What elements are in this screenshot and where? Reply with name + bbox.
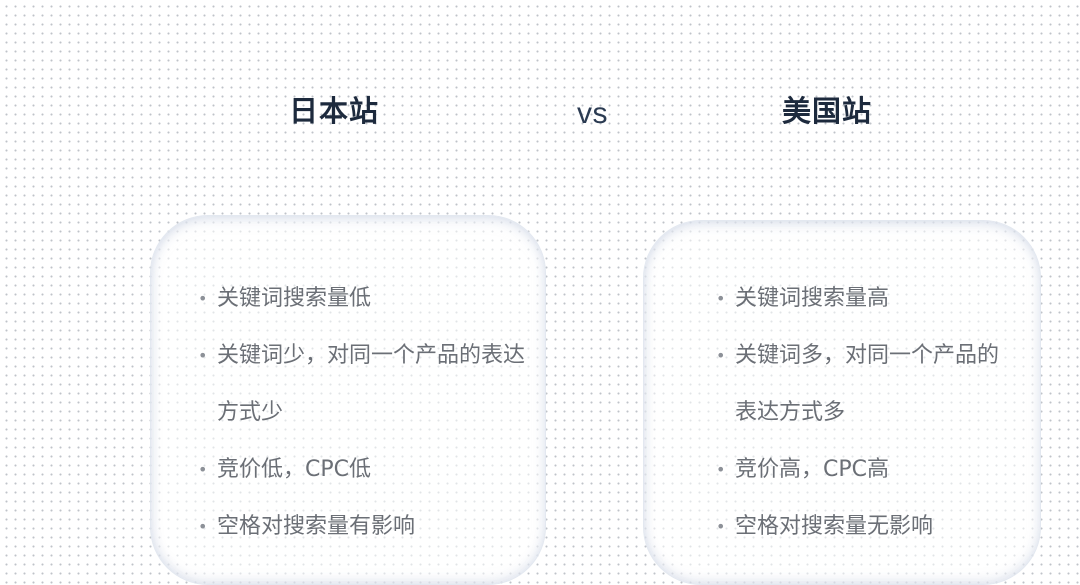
list-item: • 竞价高，CPC高 [713,441,1013,498]
bullet-icon: • [198,346,208,365]
bullet-icon: • [716,517,726,536]
bullet-icon: • [198,517,208,536]
japan-site-card [150,215,546,585]
list-item-text: 空格对搜索量有影响 [217,514,416,539]
bullet-icon: • [198,289,208,308]
list-item: • 关键词多，对同一个产品的表达方式多 [713,327,1013,441]
list-item-text: 关键词少，对同一个产品的表达方式少 [217,343,526,425]
list-item-text: 关键词多，对同一个产品的表达方式多 [735,343,1000,425]
list-item: • 关键词搜索量低 [195,270,525,327]
list-item-text: 竞价高，CPC高 [735,457,889,482]
list-item-text: 空格对搜索量无影响 [735,514,934,539]
vs-label: vs [577,97,608,130]
list-item: • 关键词搜索量高 [713,270,1013,327]
us-site-card [643,220,1041,585]
bullet-icon: • [716,346,726,365]
list-item: • 空格对搜索量有影响 [195,498,525,555]
us-site-feature-list: • 关键词搜索量高 • 关键词多，对同一个产品的表达方式多 • 竞价高，CPC高… [713,270,1013,555]
list-item-text: 关键词搜索量高 [735,286,890,311]
list-item: • 竞价低，CPC低 [195,441,525,498]
list-item-text: 竞价低，CPC低 [217,457,371,482]
us-site-title: 美国站 [782,94,873,128]
bullet-icon: • [716,460,726,479]
bullet-icon: • [198,460,208,479]
bullet-icon: • [716,289,726,308]
japan-site-feature-list: • 关键词搜索量低 • 关键词少，对同一个产品的表达方式少 • 竞价低，CPC低… [195,270,525,555]
list-item: • 关键词少，对同一个产品的表达方式少 [195,327,525,441]
list-item: • 空格对搜索量无影响 [713,498,1013,555]
list-item-text: 关键词搜索量低 [217,286,372,311]
japan-site-title: 日本站 [289,94,380,128]
